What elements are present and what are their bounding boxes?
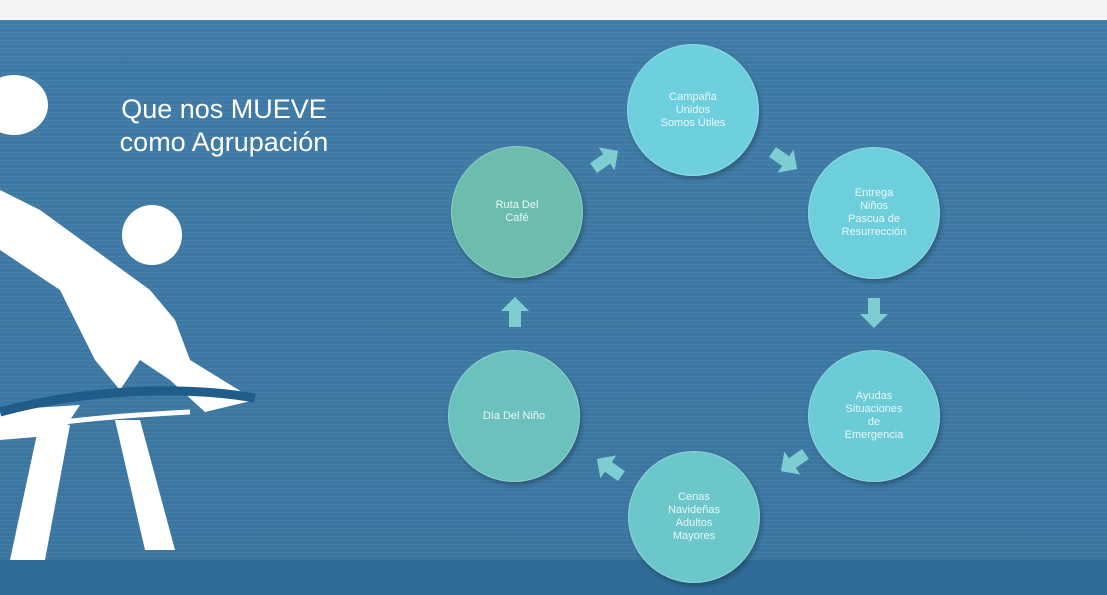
arrow-shape <box>860 298 888 328</box>
cycle-node-label: Día Del Niño <box>482 409 546 422</box>
cycle-node: Día Del Niño <box>448 350 580 482</box>
bottom-band <box>0 560 1107 595</box>
cycle-node-label: Campaña Unidos Somos Útiles <box>660 90 726 129</box>
cycle-node: Ruta Del Café <box>451 146 583 278</box>
arrow-shape <box>596 455 625 481</box>
organization-logo <box>0 75 256 560</box>
cycle-node: Entrega Niños Pascua de Resurrección <box>808 147 940 279</box>
arrow-shape <box>769 147 798 173</box>
cycle-arrow-left-up <box>596 455 625 481</box>
cycle-node-label: Entrega Niños Pascua de Resurrección <box>841 187 907 238</box>
cycle-node: Cenas Navideñas Adultos Mayores <box>628 451 760 583</box>
arrow-shape <box>501 297 529 327</box>
slide-title: Que nos MUEVE como Agrupación <box>119 94 329 157</box>
cycle-node-label: Ayudas Situaciones de Emergencia <box>844 390 904 441</box>
cycle-node-label: Cenas Navideñas Adultos Mayores <box>668 491 720 542</box>
background-texture <box>0 20 1107 595</box>
cycle-arrow-down <box>860 298 888 328</box>
cycle-node: Campaña Unidos Somos Útiles <box>627 44 759 176</box>
cycle-arrow-down-left <box>780 449 809 475</box>
cycle-arrow-right-down <box>769 147 798 173</box>
cycle-arrow-up <box>501 297 529 327</box>
arrow-shape <box>590 147 619 173</box>
cycle-node: Ayudas Situaciones de Emergencia <box>808 350 940 482</box>
cycle-node-label: Ruta Del Café <box>495 199 539 224</box>
cycle-arrow-up-right <box>590 147 619 173</box>
arrow-shape <box>780 449 809 475</box>
